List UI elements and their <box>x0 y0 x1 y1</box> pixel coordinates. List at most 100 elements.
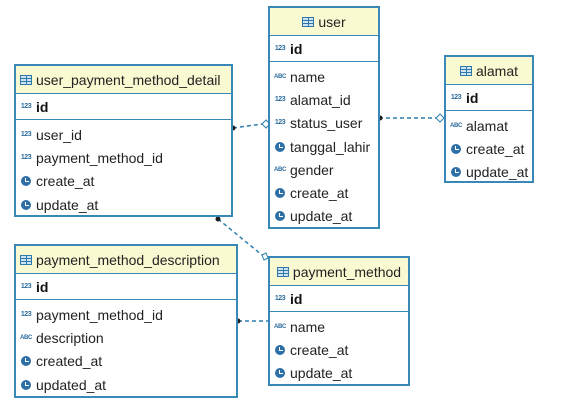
numeric-type-icon: 123 <box>274 119 286 127</box>
clock-icon <box>21 356 31 367</box>
numeric-key-icon: 123 <box>274 294 286 302</box>
table-payment-method-description-pk-row[interactable]: 123 id <box>16 274 236 300</box>
column-label: create_at <box>466 140 525 157</box>
column-row[interactable]: create_at <box>446 137 532 160</box>
numeric-key-icon: 123 <box>20 282 32 290</box>
table-payment-method-header[interactable]: payment_method <box>270 258 408 286</box>
connector-detail-to-payment-method-dot <box>215 216 221 222</box>
table-icon <box>20 74 32 85</box>
column-label: payment_method_id <box>36 149 163 166</box>
column-label: payment_method_id <box>36 306 163 323</box>
column-label: update_at <box>290 208 353 225</box>
table-payment-method-pk-row[interactable]: 123 id <box>270 286 408 312</box>
clock-icon <box>275 368 285 379</box>
column-label: update_at <box>290 365 353 382</box>
column-label: update_at <box>466 164 529 181</box>
table-payment-method-pk-label: id <box>290 290 303 307</box>
text-type-icon: ABC <box>273 73 287 80</box>
table-user-pk-label: id <box>290 40 303 57</box>
table-payment-method-description-title: payment_method_description <box>36 251 220 268</box>
table-user-payment-method-detail-pk-label: id <box>36 98 49 115</box>
column-row[interactable]: 123 user_id <box>16 123 231 146</box>
table-payment-method-description-pk-label: id <box>36 278 49 295</box>
table-alamat-header[interactable]: alamat <box>446 57 532 85</box>
text-type-icon: ABC <box>273 323 287 330</box>
table-alamat-title: alamat <box>475 62 519 79</box>
column-label: create_at <box>36 173 95 190</box>
column-label: gender <box>290 161 334 178</box>
column-row[interactable]: updated_at <box>16 373 236 396</box>
column-label: create_at <box>290 185 349 202</box>
table-icon <box>459 65 472 76</box>
numeric-type-icon: 123 <box>274 95 286 103</box>
column-row[interactable]: tanggal_lahir <box>270 135 378 158</box>
column-label: updated_at <box>36 376 107 393</box>
column-row[interactable]: create_at <box>270 181 378 204</box>
table-icon <box>276 266 289 277</box>
column-row[interactable]: update_at <box>270 362 408 385</box>
table-user-payment-method-detail-columns: 123 user_id 123 payment_method_id create_a… <box>16 120 231 216</box>
column-label: created_at <box>36 353 103 370</box>
text-type-icon: ABC <box>273 166 287 173</box>
table-alamat-pk-label: id <box>466 89 479 106</box>
column-row[interactable]: update_at <box>270 205 378 228</box>
column-label: name <box>290 68 326 85</box>
column-label: alamat_id <box>290 91 351 108</box>
numeric-key-icon: 123 <box>20 102 32 110</box>
numeric-key-icon: 123 <box>450 93 462 101</box>
table-user-payment-method-detail-header[interactable]: user_payment_method_detail <box>16 66 231 94</box>
table-user-pk-row[interactable]: 123 id <box>270 36 378 62</box>
connector-user-to-alamat-diamond <box>435 113 445 123</box>
column-row[interactable]: 123 payment_method_id <box>16 146 231 169</box>
column-label: create_at <box>290 341 349 358</box>
clock-icon <box>275 211 285 222</box>
table-payment-method-description[interactable]: payment_method_description 123 id 123 pay… <box>14 244 238 398</box>
table-user-title: user <box>318 13 346 30</box>
table-user-header[interactable]: user <box>270 8 378 36</box>
column-label: status_user <box>290 115 363 132</box>
column-label: description <box>36 329 104 346</box>
column-row[interactable]: create_at <box>16 170 231 193</box>
clock-icon <box>275 344 285 355</box>
table-user-payment-method-detail-title: user_payment_method_detail <box>36 71 221 88</box>
column-row[interactable]: 123 status_user <box>270 112 378 135</box>
numeric-type-icon: 123 <box>20 310 32 318</box>
column-row[interactable]: created_at <box>16 350 236 373</box>
column-row[interactable]: create_at <box>270 338 408 361</box>
column-row[interactable]: update_at <box>446 161 532 184</box>
clock-icon <box>451 143 461 154</box>
table-alamat-pk-row[interactable]: 123 id <box>446 85 532 111</box>
column-row[interactable]: 123 payment_method_id <box>16 303 236 326</box>
column-row[interactable]: update_at <box>16 193 231 216</box>
clock-icon <box>21 199 31 210</box>
column-row[interactable]: 123 alamat_id <box>270 88 378 111</box>
numeric-key-icon: 123 <box>274 44 286 52</box>
numeric-type-icon: 123 <box>20 130 32 138</box>
clock-icon <box>21 379 31 390</box>
clock-icon <box>451 167 461 178</box>
table-user-payment-method-detail-pk-row[interactable]: 123 id <box>16 94 231 120</box>
table-icon <box>20 254 32 265</box>
numeric-type-icon: 123 <box>20 153 32 161</box>
table-payment-method-title: payment_method <box>292 263 402 280</box>
connector-detail-to-user <box>232 123 263 129</box>
text-type-icon: ABC <box>19 334 33 341</box>
column-label: user_id <box>36 126 82 143</box>
clock-icon <box>275 188 285 199</box>
table-user-payment-method-detail[interactable]: user_payment_method_detail 123 id 123 use… <box>14 64 233 217</box>
column-label: name <box>290 318 326 335</box>
table-payment-method-description-header[interactable]: payment_method_description <box>16 246 236 274</box>
column-label: tanggal_lahir <box>290 138 371 155</box>
